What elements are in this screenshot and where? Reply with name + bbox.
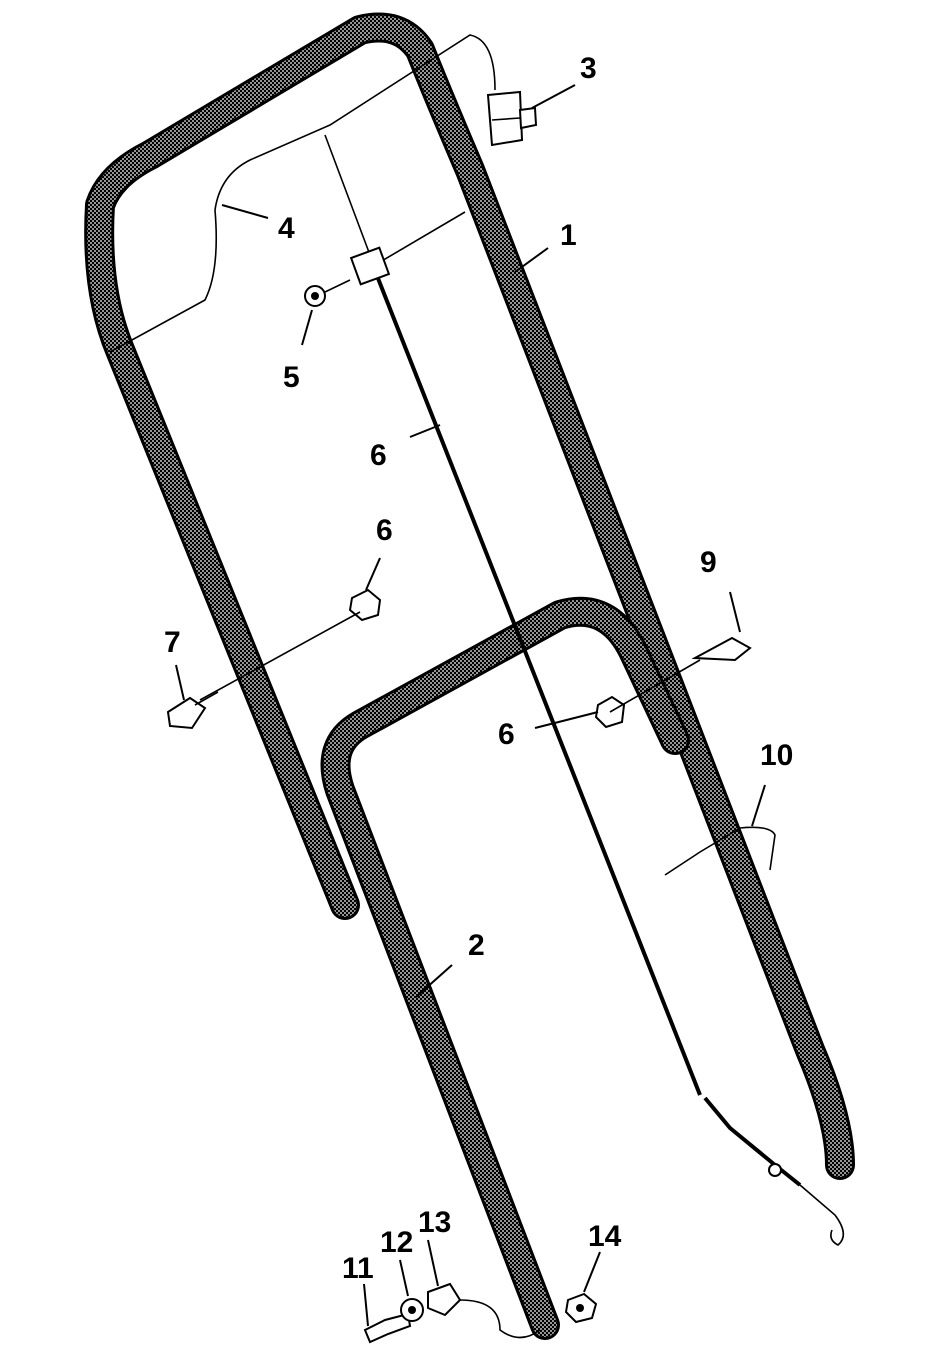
leader-lines — [175, 84, 766, 1327]
callout-6-knob-left: 6 — [376, 514, 393, 547]
nut-14 — [564, 1292, 598, 1324]
engine-control-cable — [324, 134, 845, 1246]
bolt-11 — [363, 1312, 412, 1344]
bolt-right-9 — [691, 636, 752, 662]
callout-13: 13 — [418, 1206, 451, 1239]
callout-4: 4 — [278, 212, 295, 245]
callout-9: 9 — [700, 546, 717, 579]
upper-handle — [84, 12, 855, 1180]
callout-5: 5 — [283, 361, 300, 394]
callout-6-cable: 6 — [370, 439, 387, 472]
control-bar-cable — [109, 34, 496, 353]
bolt-left-7 — [166, 691, 219, 730]
callout-2: 2 — [468, 929, 485, 962]
nut-5 — [304, 279, 351, 307]
callout-11: 11 — [342, 1252, 374, 1285]
callout-14: 14 — [588, 1220, 622, 1253]
callout-7: 7 — [164, 626, 181, 659]
callout-12: 12 — [380, 1226, 413, 1259]
callout-10: 10 — [760, 739, 793, 772]
lower-handle — [320, 596, 690, 1340]
cable-guide — [486, 90, 538, 147]
washer-12 — [400, 1298, 424, 1322]
knob-left — [199, 588, 382, 701]
knob-right — [594, 659, 701, 729]
spacer-13 — [427, 1282, 541, 1339]
cable-tie-10 — [664, 826, 776, 876]
callout-6-knob-right: 6 — [498, 718, 515, 751]
callout-3: 3 — [580, 52, 597, 85]
callout-1: 1 — [560, 219, 577, 252]
